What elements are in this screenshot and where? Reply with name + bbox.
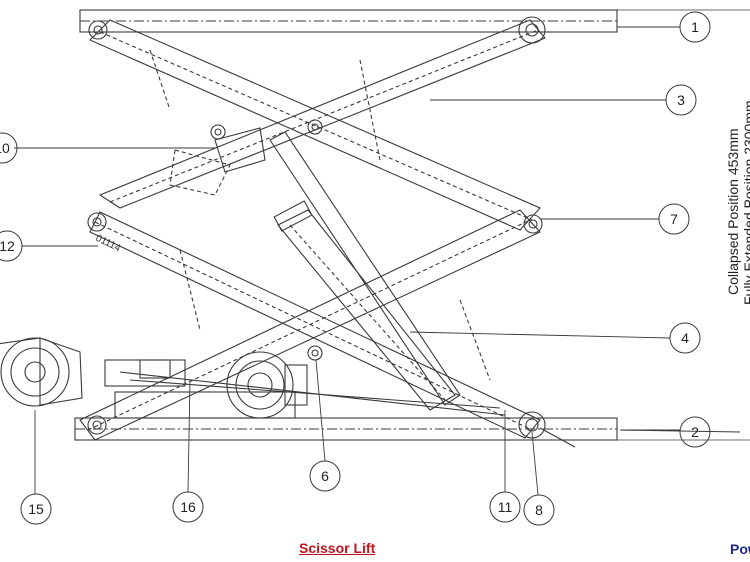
callout-7-circle [658, 203, 690, 235]
callout-11-label: 11 [498, 499, 513, 515]
top-platform [79, 9, 750, 33]
callout-6-circle [309, 460, 341, 492]
callout-11-circle [489, 491, 521, 523]
part-number-label: 01114 [94, 233, 123, 255]
callout-15-circle [20, 493, 52, 525]
callout-2-label: 2 [691, 424, 699, 440]
callout-12-label: 12 [0, 238, 15, 254]
callout-6-label: 6 [321, 468, 329, 484]
hydraulic-cylinder [269, 131, 461, 411]
callout-8-label: 8 [535, 502, 543, 518]
callout-2-circle [679, 416, 711, 448]
collapsed-dimension-text: Collapsed Position 453mm [725, 128, 741, 295]
extended-dimension-text: Fully Extended Position 2300mm [741, 100, 750, 305]
callout-4-circle [669, 322, 701, 354]
callout-1-label: 1 [691, 19, 699, 35]
callout-15-label: 15 [28, 501, 44, 517]
callout-4-label: 4 [681, 330, 689, 346]
motor-pump-unit [104, 351, 506, 419]
upper-bracket [169, 127, 266, 196]
callout-3-label: 3 [677, 92, 685, 108]
cut-off-caption: Pow [730, 541, 750, 557]
base-frame [74, 391, 750, 441]
callout-3-circle [665, 84, 697, 116]
callout-16-label: 16 [180, 499, 196, 515]
callout-7-label: 7 [670, 211, 678, 227]
callout-bubbles [0, 11, 711, 526]
lower-scissor-arms [79, 209, 541, 441]
callout-1-circle [679, 11, 711, 43]
callout-10-label: 10 [0, 140, 10, 156]
upper-scissor-arms [89, 19, 546, 231]
leader-lines [14, 26, 680, 496]
callout-10-circle [0, 132, 18, 164]
reel-assembly [0, 337, 83, 407]
drawing-caption: Scissor Lift [299, 540, 376, 556]
pivot-joints [87, 16, 546, 439]
callout-12-circle [0, 230, 23, 262]
callout-8-circle [523, 494, 555, 526]
callout-16-circle [172, 491, 204, 523]
